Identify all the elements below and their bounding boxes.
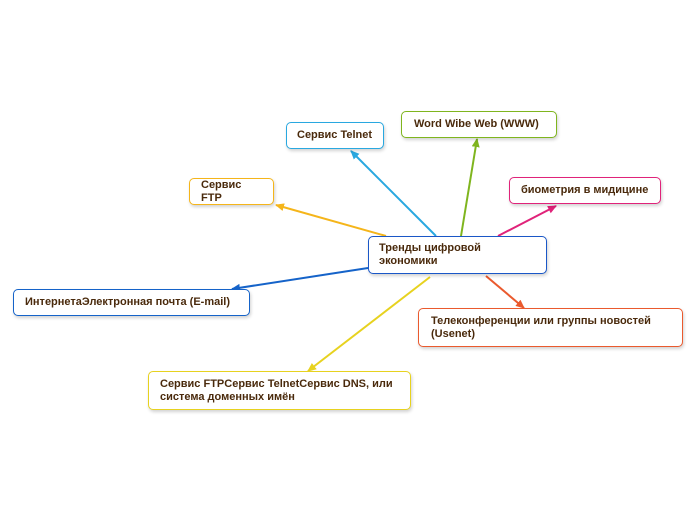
node-teleconf-label: Телеконференции или группы новостей (Use… [431,314,651,340]
node-email[interactable]: ИнтернетаЭлектронная почта (E-mail) [13,289,250,316]
node-telnet-label: Сервис Telnet [297,129,373,141]
node-ftp[interactable]: Сервис FTP [189,178,274,205]
connector-telnet [350,150,437,237]
node-biometrics-label: биометрия в мидицине [521,184,649,196]
connector-ftp [275,203,387,237]
node-ftp-label: Сервис FTP [201,178,242,204]
connector-email [231,267,369,292]
node-dns-label: Сервис FTPСервис TelnetСервис DNS, или с… [160,377,393,403]
node-teleconf[interactable]: Телеконференции или группы новостей (Use… [418,308,683,347]
node-email-label: ИнтернетаЭлектронная почта (E-mail) [25,296,230,308]
node-center[interactable]: Тренды цифровой экономики [368,236,547,274]
node-biometrics[interactable]: биометрия в мидицине [509,177,661,204]
node-www[interactable]: Word Wibe Web (WWW) [401,111,557,138]
node-telnet[interactable]: Сервис Telnet [286,122,384,149]
node-www-label: Word Wibe Web (WWW) [414,118,539,130]
node-dns[interactable]: Сервис FTPСервис TelnetСервис DNS, или с… [148,371,411,410]
connector-biometrics [497,205,557,237]
node-center-label: Тренды цифровой экономики [379,242,481,267]
connector-dns [307,276,431,372]
connector-teleconf [485,275,525,309]
connector-www [460,138,480,237]
